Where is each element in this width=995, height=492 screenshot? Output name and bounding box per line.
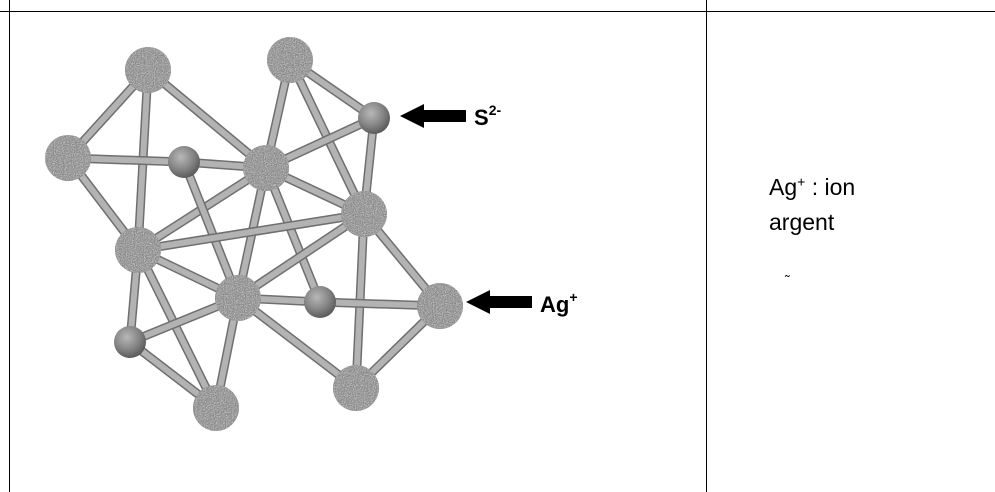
sulfide-label: S2- bbox=[474, 102, 501, 130]
sulfide-label-charge: 2- bbox=[489, 102, 502, 118]
legend-silver-symbol: Ag bbox=[769, 174, 798, 200]
bond bbox=[236, 295, 358, 391]
legend-line-1: Ag+ : ion bbox=[769, 170, 969, 205]
legend-line-2: argent bbox=[769, 209, 835, 235]
silver-label-symbol: Ag bbox=[540, 292, 569, 317]
silver-ion-atom-texture bbox=[193, 385, 239, 431]
sulfide-label-symbol: S bbox=[474, 105, 489, 130]
atom-group bbox=[45, 37, 463, 431]
silver-label-charge: + bbox=[569, 289, 577, 305]
bond bbox=[181, 160, 241, 300]
legend-silver-text: : ion bbox=[805, 174, 856, 200]
legend-text: Ag+ : ion argent bbox=[769, 170, 969, 240]
bond bbox=[137, 211, 365, 253]
bond bbox=[135, 248, 219, 410]
silver-pointer-arrow bbox=[466, 290, 532, 314]
silver-ion-atom-texture bbox=[215, 275, 261, 321]
silver-ion-atom-texture bbox=[45, 135, 91, 181]
silver-ion-atom-texture bbox=[115, 227, 161, 273]
silver-ion-atom-texture bbox=[267, 37, 313, 83]
sulfide-pointer-arrow bbox=[400, 104, 466, 128]
sulfide-ion-atom bbox=[168, 146, 200, 178]
clipped-text-fragment: ˜ bbox=[785, 272, 790, 288]
bond bbox=[236, 211, 366, 301]
silver-sulfide-structure-diagram: S2- Ag+ bbox=[45, 37, 578, 431]
silver-label: Ag+ bbox=[540, 289, 578, 317]
sulfide-ion-atom bbox=[304, 286, 336, 318]
silver-ion-atom-texture bbox=[341, 191, 387, 237]
silver-ion-atom-texture bbox=[125, 47, 171, 93]
sulfide-ion-atom bbox=[114, 326, 146, 358]
table-left-rule bbox=[9, 0, 10, 492]
silver-ion-atom-texture bbox=[417, 283, 463, 329]
table-column-divider bbox=[706, 0, 707, 492]
silver-ion-atom-texture bbox=[333, 365, 379, 411]
bond bbox=[263, 166, 323, 304]
silver-ion-atom-texture bbox=[243, 145, 289, 191]
sulfide-ion-atom bbox=[358, 102, 390, 134]
bond bbox=[146, 67, 268, 171]
table-top-rule bbox=[0, 11, 995, 12]
legend-silver-charge: + bbox=[797, 173, 806, 190]
